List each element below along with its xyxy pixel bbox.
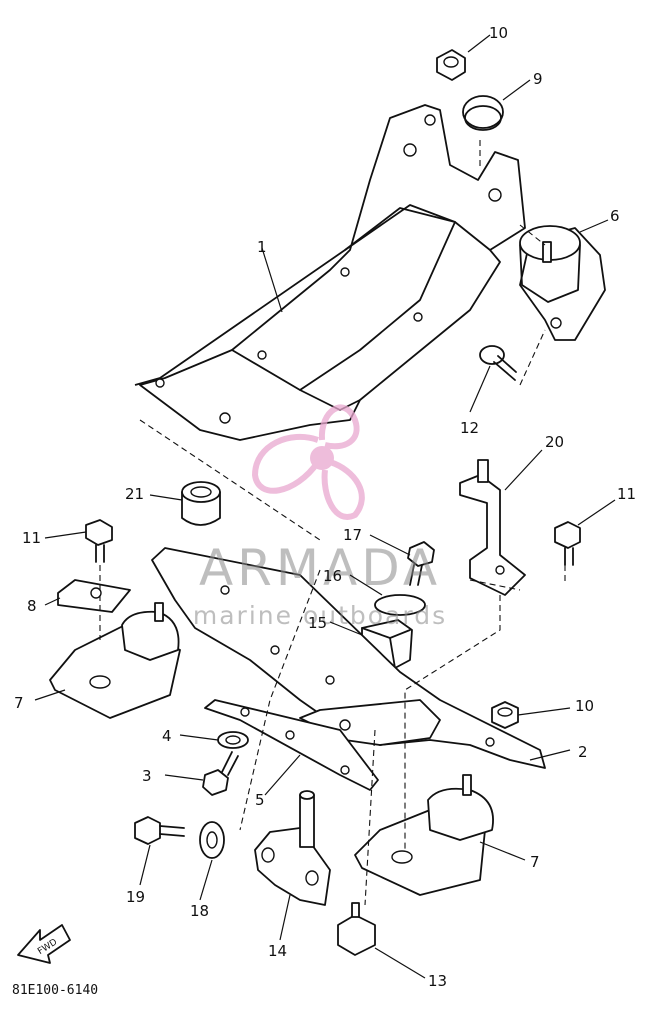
watermark-tagline: marine outboards (193, 601, 447, 630)
callout-6: 6 (610, 207, 620, 225)
callout-21: 21 (125, 485, 144, 503)
propeller-logo-icon (251, 404, 365, 520)
part-1-bracket (134, 104, 526, 441)
part-17-bolt (407, 541, 435, 586)
part-9-washer (462, 95, 504, 131)
callout-2: 2 (578, 743, 588, 761)
part-13-nut (337, 902, 376, 956)
part-12-bolt (479, 345, 517, 381)
part-11-bolt-right (554, 521, 581, 566)
callout-13: 13 (428, 972, 447, 990)
armada-watermark: ARMADA marine outboards (193, 404, 447, 630)
assembly-lines (99, 140, 566, 906)
callout-18: 18 (190, 902, 209, 920)
leader-lines (34, 34, 616, 979)
callout-11-right: 11 (617, 485, 636, 503)
watermark-brand: ARMADA (199, 539, 441, 597)
part-16-washer (374, 594, 426, 616)
callout-7-left: 7 (14, 694, 24, 712)
callout-3: 3 (142, 767, 152, 785)
callout-12: 12 (460, 419, 479, 437)
fwd-arrow-icon: FWD (17, 924, 71, 964)
part-5-plate (204, 699, 379, 791)
part-3-bolt (202, 751, 239, 796)
callout-11-left: 11 (22, 529, 41, 547)
callout-labels: 1 2 3 4 5 6 7 7 8 9 10 10 11 11 12 13 14… (14, 24, 636, 990)
callout-8: 8 (27, 597, 37, 615)
callout-7-right: 7 (530, 853, 540, 871)
callout-10-top: 10 (489, 24, 508, 42)
callout-19: 19 (126, 888, 145, 906)
callout-14: 14 (268, 942, 287, 960)
callout-16: 16 (323, 567, 342, 585)
callout-15: 15 (308, 614, 327, 632)
part-7-mount-right (354, 774, 494, 896)
callout-1: 1 (257, 238, 267, 256)
part-21-collar (181, 481, 221, 526)
callout-10-lower: 10 (575, 697, 594, 715)
callout-5: 5 (255, 791, 265, 809)
callout-17: 17 (343, 526, 362, 544)
part-11-bolt-left (85, 519, 113, 563)
lower-frame (151, 547, 546, 769)
part-4-washer (217, 731, 249, 749)
part-18-washer (199, 821, 225, 859)
part-8-plate (57, 579, 131, 613)
part-6-mount (519, 225, 606, 341)
callout-4: 4 (162, 727, 172, 745)
part-7-mount-left (49, 602, 181, 719)
part-10-nut-lower (491, 701, 519, 729)
callout-9: 9 (533, 70, 543, 88)
part-10-nut-top (436, 49, 466, 81)
part-14-stud-bracket (254, 790, 331, 906)
part-20-bracket (459, 459, 526, 596)
callout-20: 20 (545, 433, 564, 451)
part-19-bolt (134, 816, 185, 845)
diagram-code: 81E100-6140 (12, 983, 98, 998)
